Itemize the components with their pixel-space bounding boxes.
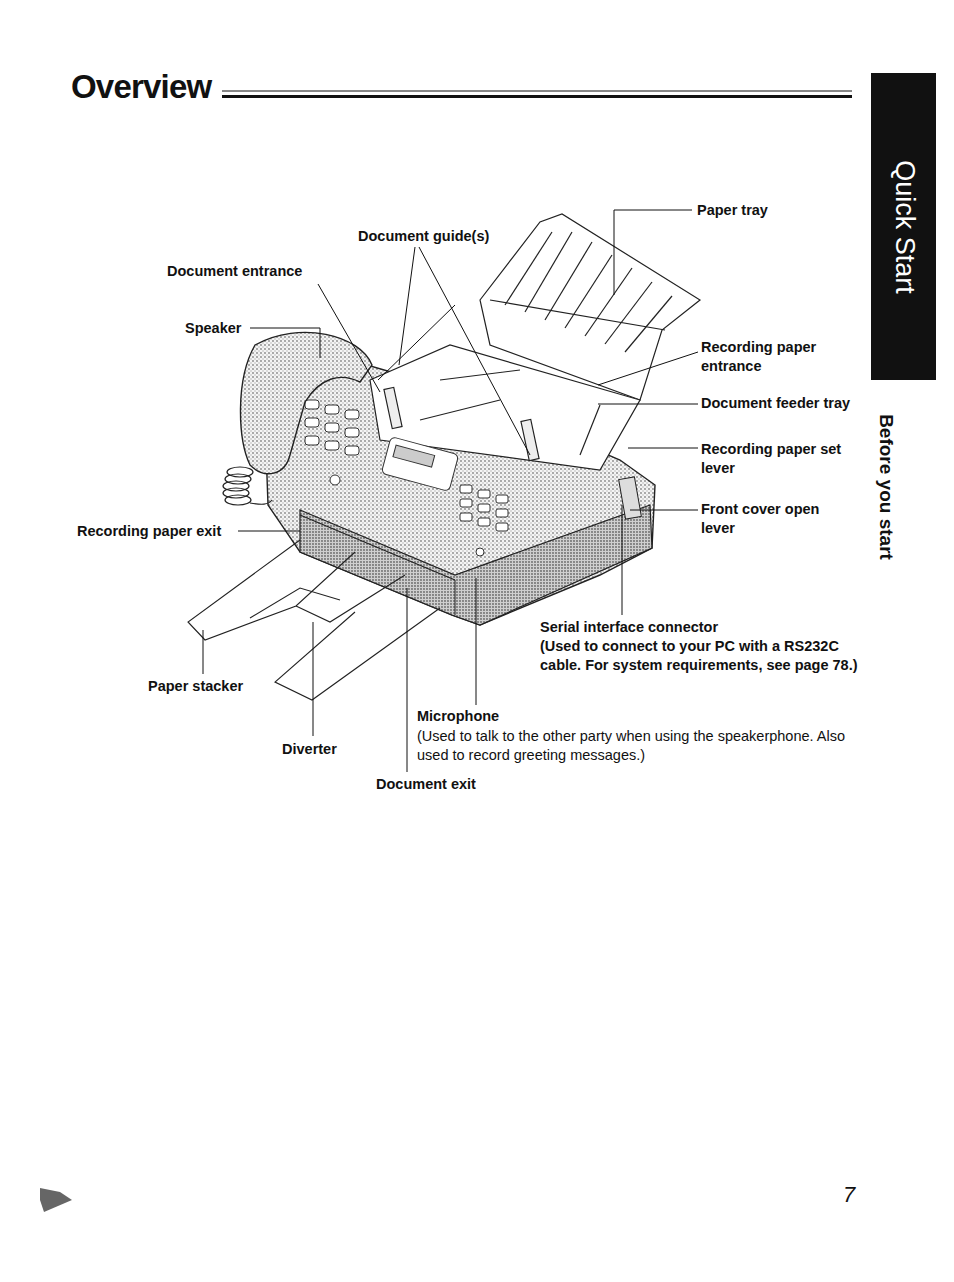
paper-stacker [188,540,355,640]
paper-tray [490,300,665,330]
page-number: 7 [843,1182,855,1208]
control-panel [496,523,508,531]
part-note: (Used to connect to your PC with a RS232… [540,637,858,675]
handset [225,474,251,484]
paper-stacker [250,588,340,618]
part-label: Document exit [376,775,476,794]
machine-body [300,515,455,580]
part-label: Diverter [282,740,337,759]
control-panel [460,513,472,521]
scan-mark [40,1188,72,1212]
leader-line [630,510,698,511]
paper-tray [505,232,552,305]
control-panel [305,418,319,427]
leader-line [598,352,698,385]
control-panel [476,548,484,556]
paper-tray [525,232,572,312]
part-label: Paper tray [697,201,768,220]
control-panel [330,475,340,485]
document-feeder-tray [440,370,520,380]
control-panel [305,436,319,445]
part-label: Document feeder tray [701,394,851,413]
control-panel [496,509,508,517]
scan-mark [40,1188,72,1212]
paper-tray [585,268,632,336]
leader-line [628,448,698,449]
part-label: Document guide(s) [358,227,489,246]
leader-line [598,404,698,405]
part-label: Paper stacker [148,677,243,696]
machine-body [455,580,456,615]
part-label: Recording paper set lever [701,440,851,478]
control-panel [460,485,472,493]
page-title: Overview [71,68,211,106]
control-panel [460,499,472,507]
title-rule [222,95,852,98]
leader-line [238,531,300,532]
control-panel [478,504,490,512]
handset [223,467,272,505]
handset [225,495,251,505]
leader-line [399,247,415,365]
leader-line [313,622,314,736]
part-note: (Used to talk to the other party when us… [417,727,863,765]
leader-line [203,630,204,674]
handset [227,467,253,477]
leader-line [378,305,455,380]
diverter [275,608,440,700]
part-label: Recording paper entrance [701,338,851,376]
leader-line [203,210,698,772]
handset [223,488,249,498]
document-guide [384,387,402,428]
part-label: Document entrance [167,262,302,281]
title-rule [222,91,852,97]
control-panel [478,490,490,498]
handset [240,332,372,473]
tab-text: Quick Start [888,160,919,294]
leader-line [476,578,477,705]
leader-line [318,284,380,392]
diverter [275,608,440,700]
control-panel [381,437,458,492]
leader-line [614,210,692,295]
control-panel [325,405,339,414]
leader-line [419,247,530,455]
part-label: Speaker [185,319,241,338]
control-panel [393,445,435,467]
control-panel [305,400,319,409]
part-label: Serial interface connector [540,618,718,637]
paper-stacker [188,540,405,640]
part-label: Recording paper exit [77,522,221,541]
leader-line [622,505,623,615]
handset [223,332,372,505]
section-tab: Quick Start [871,73,936,380]
leader-line [407,588,408,772]
document-feeder-tray [580,405,600,455]
paper-tray [545,242,592,320]
part-label: Front cover open lever [701,500,851,538]
control-panel [325,423,339,432]
control-panel [325,441,339,450]
paper-tray [605,282,652,344]
document-feeder-tray [420,400,500,420]
paper-stacker [296,575,405,622]
control-panel [496,495,508,503]
control-panel [345,428,359,437]
control-panel [478,518,490,526]
leader-line [250,328,320,358]
control-panel [305,400,508,556]
control-panel [345,446,359,455]
control-panel [345,410,359,419]
handset [250,500,272,504]
part-label: Microphone [417,707,499,726]
section-tab-label: Before you start [875,414,897,560]
title-rule [222,91,852,92]
